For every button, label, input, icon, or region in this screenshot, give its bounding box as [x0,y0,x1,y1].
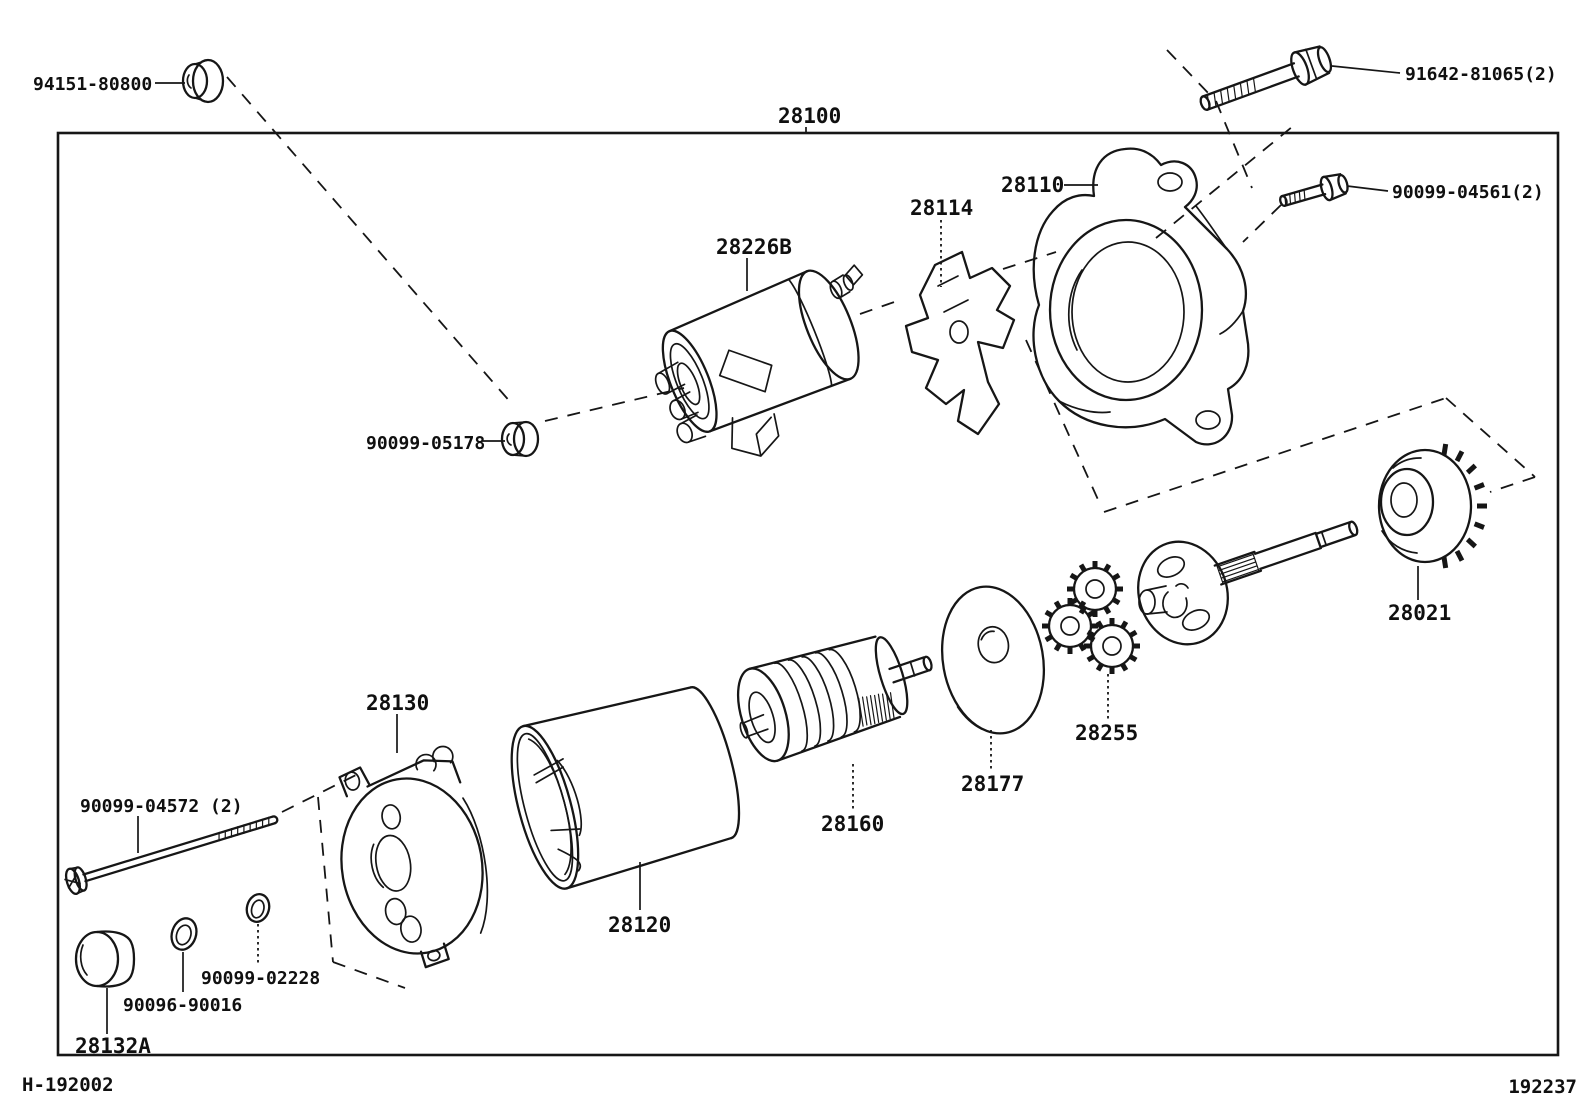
callout-clutch-lever: 28114 [910,196,973,220]
footer-plate-code: H-192002 [22,1074,114,1096]
plate-drawing [940,585,1046,735]
footer: H-192002 192237 [22,1074,1577,1098]
callout-through-bolt: 90099-04572 (2) [80,796,243,817]
flange-bolt-short-drawing [1279,173,1349,207]
callout-grommet: 90099-05178 [366,433,485,454]
yoke-drawing [510,686,741,890]
callout-o-ring-small: 90099-02228 [201,968,320,989]
bearing-cap-drawing [74,930,136,988]
callout-yoke: 28120 [608,913,671,937]
callout-flange-bolt-long: 91642-81065(2) [1405,64,1557,85]
callout-flange-bolt-short: 90099-04561(2) [1392,182,1544,203]
terminal-nut-drawing [181,58,225,104]
starter-clutch-drawing [1377,443,1487,569]
flange-bolt-long-drawing [1199,45,1333,111]
planet-carrier-shaft-drawing [1137,520,1359,646]
magnetic-switch-drawing [654,264,864,457]
callout-planetary-gears: 28255 [1075,721,1138,745]
alignment-dashed-lines [226,49,1536,989]
callout-o-ring: 90096-90016 [123,995,242,1016]
grommet-drawing [500,420,540,458]
callout-starter-clutch: 28021 [1388,601,1451,625]
callout-magnetic-switch: 28226B [716,235,792,259]
through-bolt-drawing [64,815,279,896]
footer-figure-code: 192237 [1508,1076,1577,1098]
callout-assembly: 28100 [778,104,841,128]
o-ring-drawing [170,917,198,951]
callout-armature: 28160 [821,812,884,836]
callout-plate: 28177 [961,772,1024,796]
end-frame-drawing [338,745,489,969]
o-ring-small-drawing [245,893,271,923]
clutch-lever-drawing [904,250,1016,436]
assembly-border-box [56,131,1560,1057]
callout-end-frame: 28130 [366,691,429,715]
callout-drive-housing: 28110 [1001,173,1064,197]
callout-terminal-nut: 94151-80800 [33,74,152,95]
planetary-gear-set-drawing [1042,561,1140,674]
callout-bearing-cap: 28132A [75,1034,151,1058]
leader-lines [106,65,1419,1034]
drive-housing-drawing [1032,147,1250,446]
callout-labels: 94151-80800 91642-81065(2) 28100 28110 9… [33,64,1557,1058]
armature-drawing [736,635,933,763]
